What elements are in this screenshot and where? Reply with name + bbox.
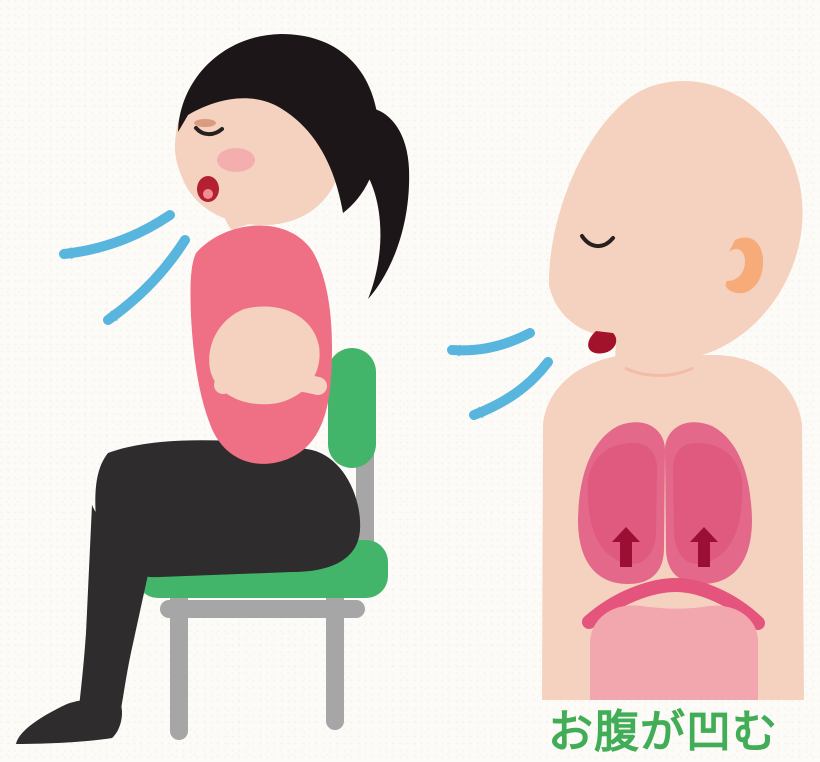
woman-exhaling-illustration <box>16 34 409 744</box>
torso <box>191 225 333 463</box>
breath-arrow-icon <box>452 333 548 415</box>
caption-text: お腹が凹む <box>548 704 818 760</box>
breath-arrow-icon <box>64 215 185 320</box>
lungs-diagram-illustration <box>452 81 804 700</box>
